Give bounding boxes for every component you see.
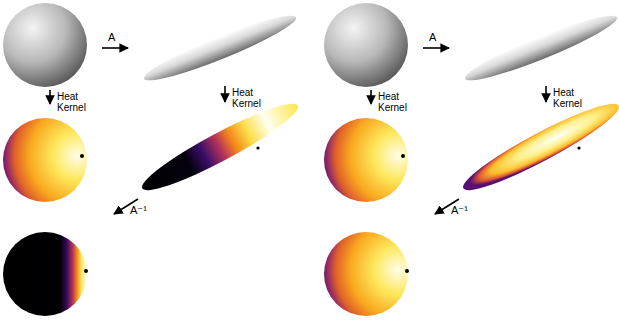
arrow [224,86,226,102]
panel-right [324,3,619,316]
operator-label: Heat Kernel [378,91,418,113]
sphere [3,3,87,87]
arrow [423,47,449,49]
sphere [324,3,408,87]
operator-label: Heat Kernel [553,87,593,109]
transform-label: A [108,32,122,43]
arrow [102,47,128,49]
arrow [370,90,372,104]
transform-label: A [429,32,443,43]
arrow [545,86,547,102]
ellipsoid [140,7,300,89]
panel-left [3,3,304,316]
heat-sphere [324,118,408,202]
transform-label: A⁻¹ [451,205,475,216]
transform-label: A⁻¹ [130,205,154,216]
heat-sphere [3,232,87,316]
heat-sphere [3,118,87,202]
operator-label: Heat Kernel [232,87,272,109]
arrow [49,90,51,104]
source-dot [577,146,580,149]
heat-ellipsoid [457,93,619,200]
ellipsoid [461,7,619,89]
source-dot [256,146,259,149]
source-dot [80,154,84,158]
heat-ellipsoid [136,93,305,200]
source-dot [405,269,409,273]
heat-sphere [324,232,408,316]
source-dot [401,154,405,158]
operator-label: Heat Kernel [57,91,97,113]
source-dot [84,269,88,273]
